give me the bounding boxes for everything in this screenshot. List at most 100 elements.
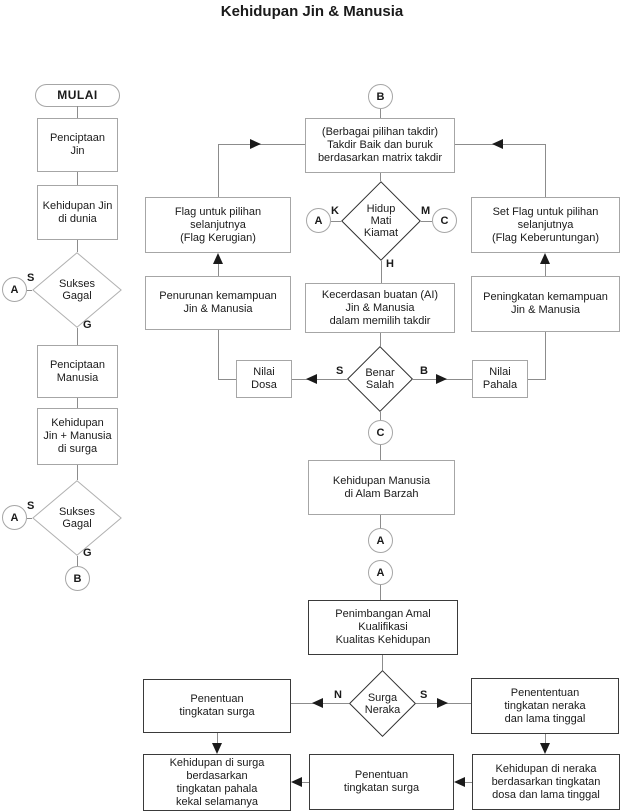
flow-line [528,379,545,380]
branch-label-s: S [420,689,428,701]
decision-label: Sukses Gagal [58,506,96,530]
branch-label-s: S [336,365,344,377]
arrowhead-left-icon [306,374,317,384]
flow-line [380,412,381,420]
flow-line [77,172,78,185]
process-kecerdasan-buatan: Kecerdasan buatan (AI) Jin & Manusia dal… [305,283,455,333]
connector-circle-a: A [306,208,331,233]
flow-line [380,333,381,346]
flow-line [218,144,305,145]
flow-line [545,332,546,380]
decision-label: Hidup Mati Kiamat [363,203,399,239]
flow-line [302,782,309,783]
process-penimbangan-amal: Penimbangan Amal Kualifikasi Kualitas Ke… [308,600,458,655]
branch-label-b: B [420,365,428,377]
flow-line [217,733,218,744]
connector-circle-c: C [432,208,457,233]
flow-line [380,445,381,460]
decision-surga-neraka: Surga Neraka [349,670,416,737]
flow-line [331,221,341,222]
flow-line [545,734,546,744]
process-nilai-dosa: Nilai Dosa [236,360,292,398]
process-kehidupan-jin-manusia-surga: Kehidupan Jin + Manusia di surga [37,408,118,465]
decision-hidup-mati-kiamat: Hidup Mati Kiamat [341,181,421,261]
decision-label: Surga Neraka [364,691,401,716]
arrowhead-right-icon [250,139,261,149]
decision-sukses-gagal-1: Sukses Gagal [32,252,122,328]
process-peningkatan-kemampuan: Peningkatan kemampuan Jin & Manusia [471,276,620,332]
diamond-shape [349,670,416,737]
flow-line [218,144,219,197]
flow-line [218,379,236,380]
flow-line [27,290,32,291]
flow-line [218,264,219,276]
arrowhead-up-icon [540,253,550,264]
branch-label-k: K [331,205,339,217]
branch-label-h: H [386,258,394,270]
flow-line [77,106,78,118]
process-penentuan-tingkatan-surga-2: Penentuan tingkatan surga [309,754,454,810]
process-kehidupan-jin-di-dunia: Kehidupan Jin di dunia [37,185,118,240]
flow-line [380,515,381,528]
connector-circle-a: A [2,277,27,302]
process-kehidupan-di-surga: Kehidupan di surga berdasarkan tingkatan… [143,754,291,811]
branch-label-g: G [83,547,92,559]
flow-line [381,261,382,283]
page-title: Kehidupan Jin & Manusia [220,3,404,20]
arrowhead-left-icon [454,777,465,787]
connector-circle-b: B [368,84,393,109]
process-set-flag-keberuntungan: Set Flag untuk pilihan selanjutnya (Flag… [471,197,620,253]
flow-line [218,330,219,380]
flow-line [27,518,32,519]
decision-sukses-gagal-2: Sukses Gagal [32,480,122,556]
connector-circle-a: A [368,560,393,585]
arrowhead-up-icon [213,253,223,264]
flow-line [545,144,546,197]
arrowhead-right-icon [436,374,447,384]
branch-label-g: G [83,319,92,331]
process-penciptaan-manusia: Penciptaan Manusia [37,345,118,398]
flow-line [382,655,383,670]
flow-line [77,398,78,408]
process-penciptaan-jin: Penciptaan Jin [37,118,118,172]
process-penentuan-tingkatan-neraka: Penententuan tingkatan neraka dan lama t… [471,678,619,734]
process-takdir-matrix: (Berbagai pilihan takdir) Takdir Baik da… [305,118,455,173]
decision-label: Benar Salah [365,367,395,391]
process-alam-barzah: Kehidupan Manusia di Alam Barzah [308,460,455,515]
flow-line [421,221,432,222]
flow-line [77,240,78,252]
flow-line [292,379,347,380]
arrowhead-left-icon [492,139,503,149]
connector-circle-b: B [65,566,90,591]
process-nilai-pahala: Nilai Pahala [472,360,528,398]
flow-line [77,465,78,480]
process-kehidupan-di-neraka: Kehidupan di neraka berdasarkan tingkata… [472,754,620,810]
flow-line [77,328,78,345]
process-penurunan-kemampuan: Penurunan kemampuan Jin & Manusia [145,276,291,330]
flow-line [545,264,546,276]
arrowhead-left-icon [312,698,323,708]
diamond-shape [32,252,122,328]
flow-line [380,585,381,600]
decision-benar-salah: Benar Salah [347,346,413,412]
flow-line [380,173,381,181]
arrowhead-down-icon [540,743,550,754]
branch-label-m: M [421,205,431,217]
process-flag-kerugian: Flag untuk pilihan selanjutnya (Flag Ker… [145,197,291,253]
connector-circle-a: A [2,505,27,530]
arrowhead-left-icon [291,777,302,787]
diamond-shape [341,181,421,261]
terminal-mulai: MULAI [35,84,120,107]
flow-line [380,109,381,118]
branch-label-n: N [334,689,342,701]
diamond-shape [32,480,122,556]
arrowhead-down-icon [212,743,222,754]
decision-label: Sukses Gagal [58,278,96,302]
flow-line [77,556,78,566]
arrowhead-right-icon [437,698,448,708]
flow-line [465,782,472,783]
branch-label-s: S [27,272,35,284]
connector-circle-c: C [368,420,393,445]
branch-label-s: S [27,500,35,512]
